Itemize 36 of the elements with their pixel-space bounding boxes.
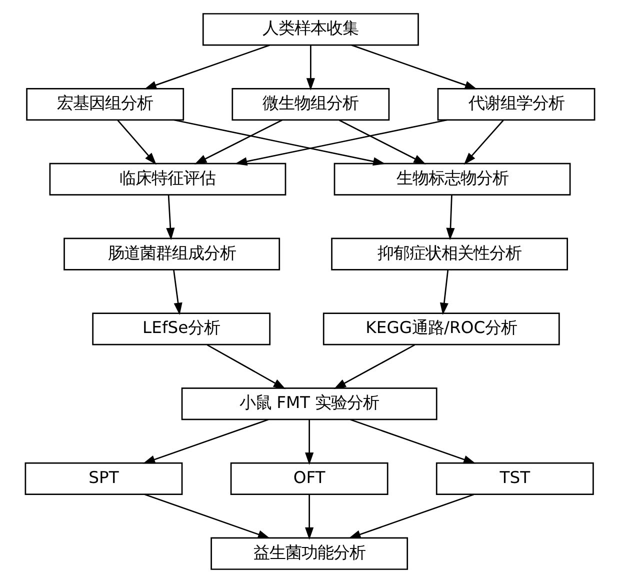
node-box: 代谢组学分析 xyxy=(436,88,595,121)
arrow xyxy=(304,494,314,540)
node-box: 生物标志物分析 xyxy=(333,162,570,196)
arrow xyxy=(350,418,476,464)
node-box: SPT xyxy=(24,462,182,496)
node-box: 宏基因组分析 xyxy=(26,88,184,121)
node-box: 临床特征评估 xyxy=(48,162,286,196)
arrow xyxy=(333,344,414,390)
arrow xyxy=(144,494,270,538)
arrow xyxy=(348,494,474,538)
arrow xyxy=(439,270,448,316)
node-box: OFT xyxy=(230,462,388,496)
node-box: KEGG通路/ROC分析 xyxy=(322,312,560,346)
node-box: 小鼠 FMT 实验分析 xyxy=(180,387,437,420)
arrow xyxy=(166,195,174,240)
arrow xyxy=(306,45,314,90)
node-box: 微生物组分析 xyxy=(231,88,390,121)
arrow xyxy=(173,119,385,166)
node-box: LEfSe分析 xyxy=(92,312,270,346)
arrow xyxy=(144,44,270,90)
node-box: TST xyxy=(435,462,594,496)
arrow xyxy=(172,270,182,316)
arrow xyxy=(234,119,447,166)
arrow xyxy=(351,44,477,90)
arrow xyxy=(116,120,156,165)
arrow xyxy=(463,120,504,165)
arrow xyxy=(206,344,286,390)
arrow xyxy=(304,420,314,465)
node-box: 益生菌功能分析 xyxy=(210,537,408,570)
node-box: 肠道菌群组成分析 xyxy=(63,238,280,270)
arrow xyxy=(338,120,426,164)
node-box: 抑郁症状相关性分析 xyxy=(330,238,568,270)
arrow xyxy=(446,195,454,240)
arrow xyxy=(142,418,268,464)
node-box: 人类样本收集 xyxy=(202,13,418,46)
arrow xyxy=(194,119,282,164)
